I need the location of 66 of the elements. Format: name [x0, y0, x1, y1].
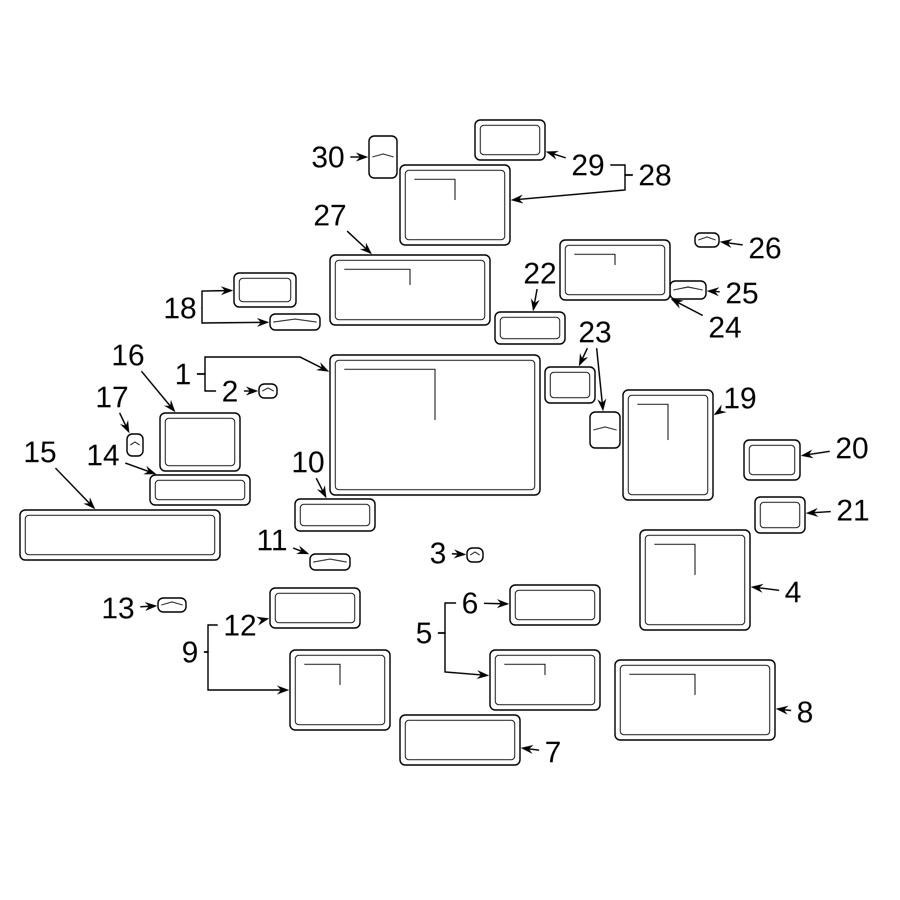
callout-number: 24 — [710, 316, 741, 338]
callout-number: 4 — [785, 582, 800, 602]
callout-number: 16 — [114, 344, 144, 366]
part-drawing — [489, 649, 601, 711]
part-drawing — [544, 366, 596, 404]
callout-number: 11 — [258, 530, 286, 550]
leader-line — [610, 164, 633, 176]
part-drawing — [754, 496, 806, 534]
part-drawing — [329, 354, 541, 496]
part-drawing — [309, 553, 351, 571]
part-drawing — [329, 254, 491, 326]
part-drawing — [589, 411, 621, 449]
callout-number: 3 — [430, 542, 445, 564]
callout-number: 10 — [294, 451, 324, 473]
callout-number: 21 — [838, 500, 868, 520]
callout-number: 17 — [98, 386, 128, 408]
callout-number: 9 — [183, 641, 197, 663]
part-drawing — [149, 474, 251, 506]
part-drawing — [159, 412, 241, 472]
callout-number: 29 — [572, 154, 604, 176]
part-drawing — [614, 659, 776, 741]
callout-number: 5 — [416, 622, 432, 644]
callout-number: 27 — [314, 204, 346, 226]
callout-number: 13 — [104, 597, 134, 619]
part-drawing — [743, 439, 801, 481]
callout-number: 20 — [836, 437, 868, 459]
callout-number: 26 — [750, 237, 780, 259]
part-drawing — [269, 587, 361, 629]
callout-number: 18 — [166, 297, 196, 319]
part-drawing — [509, 584, 601, 626]
part-drawing — [466, 547, 484, 563]
part-drawing — [19, 509, 221, 561]
part-drawing — [157, 597, 187, 613]
callout-number: 15 — [26, 442, 56, 462]
callout-number: 8 — [798, 701, 812, 723]
callout-number: 28 — [640, 164, 670, 186]
part-drawing — [258, 383, 278, 399]
callout-number: 19 — [726, 387, 756, 409]
callout-number: 7 — [546, 742, 560, 762]
callout-number: 2 — [223, 380, 237, 402]
part-drawing — [399, 714, 521, 766]
callout-number: 22 — [524, 262, 556, 284]
part-drawing — [294, 498, 376, 532]
part-drawing — [368, 135, 398, 179]
part-drawing — [269, 313, 321, 331]
part-drawing — [694, 232, 720, 248]
leader-line — [196, 373, 216, 392]
leader-line — [204, 624, 218, 653]
part-drawing — [399, 164, 511, 246]
callout-number: 14 — [88, 444, 119, 466]
part-drawing — [559, 239, 671, 301]
part-drawing — [126, 433, 144, 457]
part-drawing — [622, 389, 714, 501]
part-drawing — [494, 311, 566, 345]
callout-number: 6 — [463, 592, 477, 614]
callout-number: 25 — [726, 282, 758, 304]
part-drawing — [233, 272, 297, 308]
part-drawing — [474, 119, 546, 161]
part-drawing — [669, 280, 707, 300]
callout-number: 23 — [580, 321, 610, 343]
callout-number: 1 — [176, 364, 190, 384]
leader-line — [438, 602, 456, 634]
part-drawing — [289, 649, 391, 731]
part-drawing — [639, 529, 751, 631]
callout-number: 30 — [312, 146, 344, 168]
callout-number: 12 — [226, 614, 256, 636]
